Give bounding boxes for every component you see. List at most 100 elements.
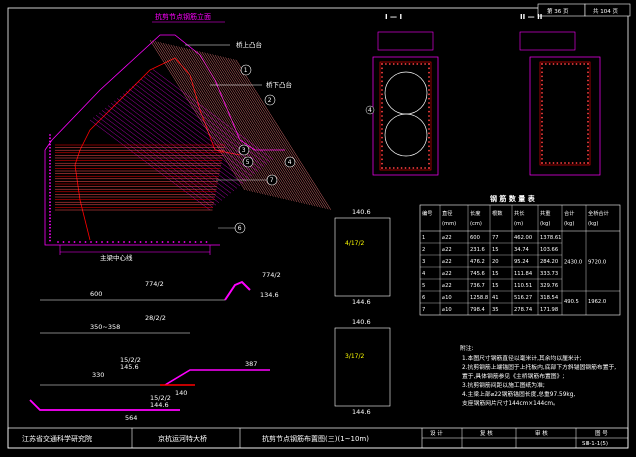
section-rebar-dot bbox=[541, 162, 543, 164]
stirrup-dot bbox=[49, 140, 51, 143]
diagonal-rebar bbox=[233, 59, 329, 210]
diagonal-rebar bbox=[152, 69, 274, 160]
bottom-anchor-label: 桥下凸台 bbox=[266, 80, 292, 89]
table-cell: 34.74 bbox=[514, 247, 530, 253]
diagonal-rebar bbox=[149, 71, 271, 163]
section-rebar-dot bbox=[587, 100, 589, 103]
table-frame bbox=[419, 204, 621, 316]
table-unit: (kg) bbox=[564, 221, 574, 227]
table-cell: 15 bbox=[492, 247, 499, 253]
stirrup-dot bbox=[49, 204, 51, 207]
section-rebar-dot bbox=[541, 104, 543, 107]
table-cell: 329.76 bbox=[540, 283, 558, 289]
stirrup-box-bottom: 140.6 3/17/2 144.6 bbox=[334, 318, 391, 416]
table-cell: 7 bbox=[422, 307, 425, 313]
stirrup-dot bbox=[189, 241, 191, 243]
section-rebar-dot bbox=[587, 129, 589, 131]
section-rebar-dot bbox=[428, 89, 430, 91]
section-rebar-dot bbox=[587, 83, 589, 86]
section-rebar-dot bbox=[556, 63, 559, 65]
stirrup-dot bbox=[49, 185, 51, 188]
section-rebar-dot bbox=[404, 167, 407, 169]
section-rebar-dot bbox=[381, 80, 383, 83]
section-rebar-dot bbox=[428, 149, 430, 152]
section-rebar-dot bbox=[381, 89, 383, 91]
stirrup-dot bbox=[49, 159, 51, 162]
section-rebar-dot bbox=[408, 63, 411, 65]
project-name: 京杭运河特大桥 bbox=[158, 434, 207, 443]
diagonal-rebar bbox=[191, 49, 287, 200]
stirrup-dot bbox=[150, 241, 153, 243]
table-cell: 110.51 bbox=[514, 283, 532, 289]
table-cell: ⌀10 bbox=[442, 307, 452, 313]
section-rebar-dot bbox=[420, 63, 423, 65]
section-rebar-dot bbox=[548, 63, 551, 65]
table-cell: 15 bbox=[492, 271, 499, 277]
box-bottom-side: 144.6 bbox=[352, 408, 371, 416]
table-cell: 5 bbox=[422, 283, 425, 289]
stirrup-dot bbox=[106, 241, 109, 243]
section-rebar-dot bbox=[428, 102, 430, 104]
table-cell: 41 bbox=[492, 295, 499, 301]
stirrup-dot bbox=[49, 182, 51, 184]
stirrup-dot bbox=[128, 241, 131, 243]
detail-3-len-c: 387 bbox=[245, 360, 257, 368]
section-rebar-dot bbox=[541, 108, 543, 111]
detail-4-length: 564 bbox=[125, 414, 137, 422]
diagonal-rebar bbox=[134, 83, 256, 175]
section-rebar-dot bbox=[428, 106, 430, 109]
box-top-label: 4/17/2 bbox=[345, 240, 364, 247]
section-i-view: I — I 4 bbox=[365, 13, 439, 176]
section-rebar-dot bbox=[587, 79, 589, 82]
design-label: 设 计 bbox=[430, 429, 443, 437]
section-rebar-dot bbox=[556, 162, 559, 164]
rebar-detail-shapes: 600 774/2 134.6 774/2 350~358 28/2/2 330… bbox=[29, 271, 281, 422]
section-rebar-dot bbox=[428, 71, 430, 74]
drawing-no-label: 图 号 bbox=[595, 429, 608, 437]
section-rebar-dot bbox=[381, 102, 383, 104]
detail-4-dim-b: 144.6 bbox=[150, 401, 169, 409]
section-rebar-dot bbox=[381, 162, 383, 165]
section-rebar-dot bbox=[587, 141, 589, 144]
table-cell: 516.27 bbox=[514, 295, 532, 301]
diagonal-rebar bbox=[217, 55, 313, 206]
diagonal-rebar bbox=[214, 54, 311, 206]
table-cell: 462.00 bbox=[514, 235, 532, 241]
section-rebar-dot bbox=[396, 63, 399, 65]
section-rebar-dot bbox=[381, 136, 383, 139]
table-unit: (kg) bbox=[588, 221, 598, 227]
section-rebar-dot bbox=[396, 167, 399, 169]
note-line: 4.主梁上部⌀22钢筋锚固长度,总重97.59kg, bbox=[462, 390, 575, 398]
note-line: 2.抗剪钢筋上端锚固于上托板内,底部下方斜锚固钢筋布置于, bbox=[462, 363, 616, 371]
table-cell: 35 bbox=[492, 307, 499, 313]
stirrup-dot bbox=[200, 241, 202, 243]
detail-1-label-a: 774/2 bbox=[262, 271, 281, 279]
stirrup-dot bbox=[145, 241, 147, 243]
stirrup-dot bbox=[49, 188, 51, 191]
section-rebar-dot bbox=[587, 116, 589, 119]
section-rebar-dot bbox=[541, 149, 543, 152]
section-rebar-dot bbox=[587, 133, 589, 136]
title-block: 江苏省交通科学研究院 京杭运河特大桥 抗剪节点钢筋布置图(三)(1~10m) 设… bbox=[7, 427, 629, 449]
bubble-6: 6 bbox=[234, 222, 246, 234]
section-rebar-dot bbox=[428, 167, 430, 169]
stirrup-dot bbox=[79, 241, 81, 243]
diagonal-rebar bbox=[137, 81, 259, 172]
diagonal-rebar bbox=[165, 43, 261, 194]
table-header: 全桥合计 bbox=[588, 209, 609, 217]
section-rebar-dot bbox=[587, 87, 589, 90]
section-rebar-dot bbox=[541, 116, 543, 119]
table-cell: 745.6 bbox=[470, 271, 485, 277]
section-rebar-dot bbox=[428, 162, 430, 165]
stirrup-dot bbox=[49, 207, 51, 210]
diagonal-rebar-group bbox=[89, 39, 331, 211]
box-bottom-dim: 140.6 bbox=[352, 318, 371, 326]
table-cell: 20 bbox=[492, 259, 499, 265]
stirrup-dot bbox=[49, 239, 51, 242]
bubble-3: 3 bbox=[238, 144, 250, 156]
section-rebar-dot bbox=[381, 110, 383, 113]
stirrup-dot bbox=[205, 241, 208, 243]
diagonal-rebar bbox=[157, 41, 253, 192]
sheet-number: 第 36 页 bbox=[547, 7, 569, 15]
